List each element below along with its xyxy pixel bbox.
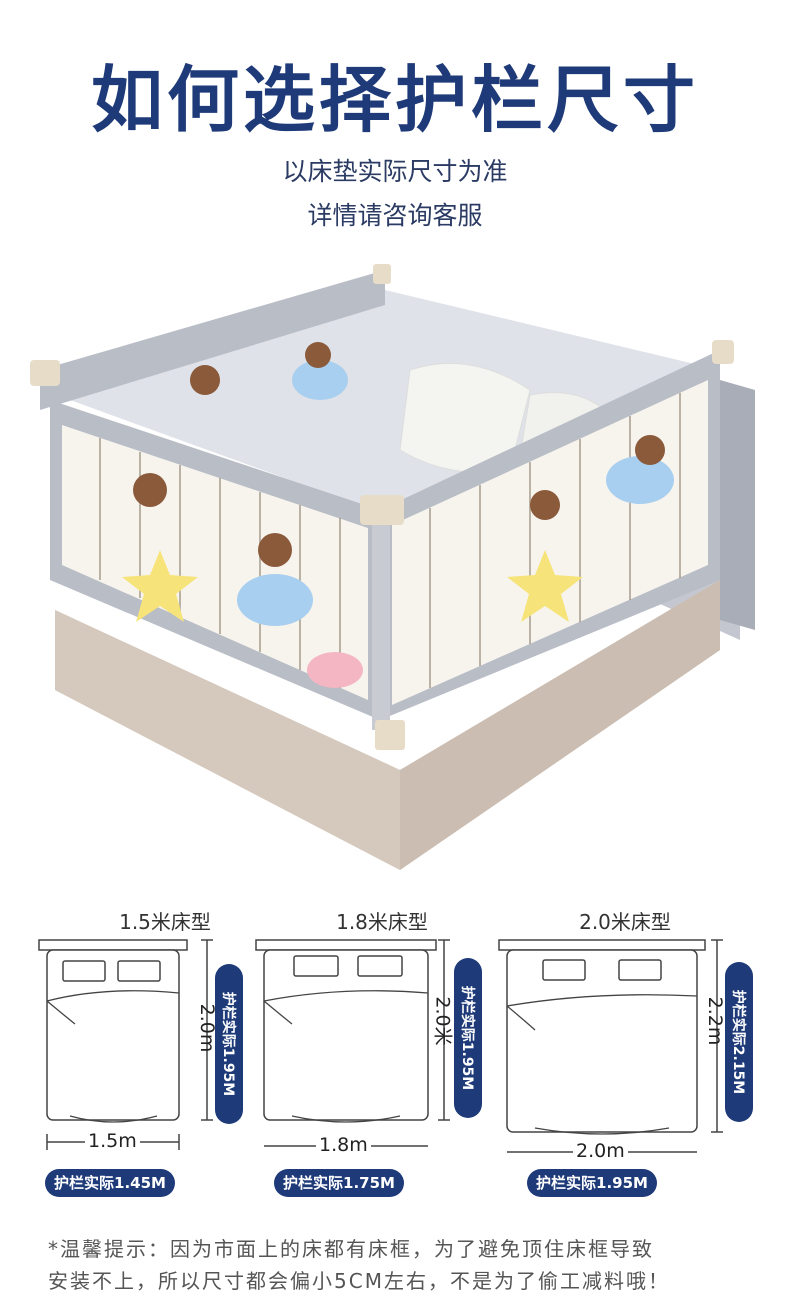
bed-diagram	[498, 939, 723, 1153]
pillow-icon	[618, 959, 662, 981]
rail-length-badge: 护栏实际2.15M	[725, 962, 753, 1122]
pillow-icon	[293, 955, 339, 977]
product-illustration	[0, 250, 790, 890]
bed-diagram	[255, 939, 450, 1147]
cloud-blue	[237, 574, 313, 626]
pillow-icon	[357, 955, 403, 977]
back-rail	[40, 270, 385, 410]
bed-type-label: 1.8米床型	[336, 910, 428, 934]
page-title: 如何选择护栏尺寸	[90, 58, 699, 142]
width-dimension: 1.5m	[85, 1130, 140, 1152]
pillow-icon	[117, 960, 161, 982]
cloud-pink	[307, 652, 363, 688]
rail-width-badge: 护栏实际1.95M	[527, 1169, 657, 1197]
length-dimension: 2.2m	[704, 996, 726, 1046]
tip-line-1: *温馨提示：因为市面上的床都有床框，为了避免顶住床框导致	[48, 1237, 654, 1261]
rail-width-badge: 护栏实际1.75M	[274, 1169, 404, 1197]
pillow-left	[399, 362, 531, 473]
pillow-icon	[542, 959, 586, 981]
bear-center	[258, 533, 292, 567]
panel-stripes	[99, 393, 681, 688]
bed-type-card-2: 1.8米床型 2.0米 1.8m 护栏实际1.95M 护栏实际1.75M	[252, 906, 512, 1206]
width-dimension: 2.0m	[573, 1140, 628, 1162]
corner-clamp	[360, 495, 404, 525]
rail-length-badge: 护栏实际1.95M	[215, 964, 243, 1124]
bed-rail-illustration	[30, 264, 755, 870]
subtitle-mattress: 以床垫实际尺寸为准	[282, 157, 508, 186]
bear-left	[133, 473, 167, 507]
rail-width-badge: 护栏实际1.45M	[45, 1169, 175, 1197]
bed-type-label: 2.0米床型	[579, 910, 671, 934]
bed-type-card-3: 2.0米床型 2.2m 2.0m 护栏实际2.15M 护栏实际1.95M	[495, 906, 755, 1206]
star-yellow	[122, 550, 198, 622]
rail-length-badge: 护栏实际1.95M	[454, 958, 482, 1118]
pillow-icon	[62, 960, 106, 982]
subtitle-service: 详情请咨询客服	[307, 201, 483, 230]
bed-type-card-1: 1.5米床型 2.0m 1.5m 护栏实际1.95M 护栏实际1.45M	[35, 906, 295, 1206]
bed-diagram	[38, 939, 213, 1150]
tip-line-2: 安装不上，所以尺寸都会偏小5CM左右，不是为了偷工减料哦！	[48, 1269, 670, 1293]
corner-post	[372, 500, 390, 730]
width-dimension: 1.8m	[316, 1134, 371, 1156]
headboard-side	[720, 380, 755, 630]
bed-type-label: 1.5米床型	[119, 910, 211, 934]
